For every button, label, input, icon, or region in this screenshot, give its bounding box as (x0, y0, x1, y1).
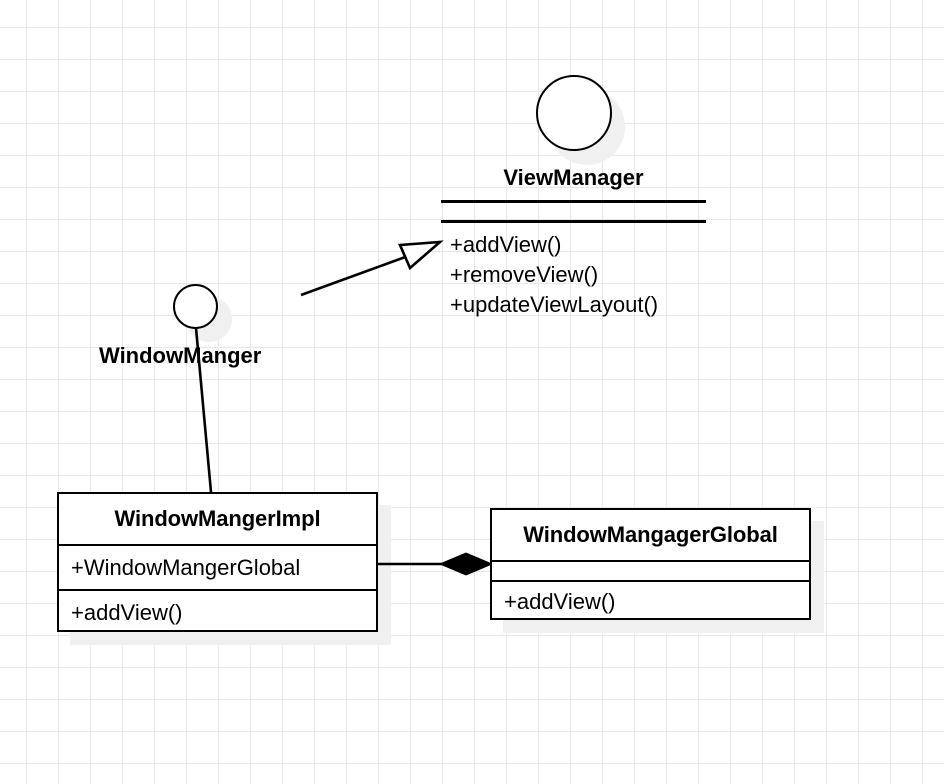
view-manager-operation: +removeView() (450, 262, 599, 287)
relationship-composition[interactable] (378, 552, 494, 576)
relationship-realization[interactable] (300, 240, 444, 297)
relationship-implementation-link[interactable] (194, 327, 213, 493)
view-manager-operation: +addView() (450, 232, 562, 257)
realization-line (300, 254, 409, 297)
class-box-window-mangager-global[interactable]: WindowMangagerGlobal +addView() (490, 508, 811, 620)
window-mangager-global-title: WindowMangagerGlobal (523, 522, 778, 547)
window-manger-impl-attribute: +WindowMangerGlobal (59, 544, 376, 589)
view-manager-operations: +addView() +removeView() +updateViewLayo… (450, 230, 658, 320)
window-mangager-global-attribute (492, 560, 809, 580)
view-manager-lollipop-icon[interactable] (536, 75, 612, 151)
window-manger-impl-operation: +addView() (59, 589, 376, 634)
view-manager-operation: +updateViewLayout() (450, 292, 659, 317)
view-manager-separator-bottom (441, 220, 706, 223)
class-box-window-manger-impl[interactable]: WindowMangerImpl +WindowMangerGlobal +ad… (57, 492, 378, 632)
implementation-line (194, 327, 213, 493)
window-manger-lollipop-icon[interactable] (173, 284, 218, 329)
window-mangager-global-operation: +addView() (492, 580, 809, 622)
hollow-triangle-arrowhead-icon (398, 240, 444, 271)
window-manger-impl-title: WindowMangerImpl (114, 506, 321, 531)
view-manager-separator-top (441, 200, 706, 203)
view-manager-name: ViewManager (503, 165, 644, 190)
window-manger-name: WindowManger (99, 343, 262, 368)
filled-diamond-arrowhead-icon (438, 552, 494, 576)
